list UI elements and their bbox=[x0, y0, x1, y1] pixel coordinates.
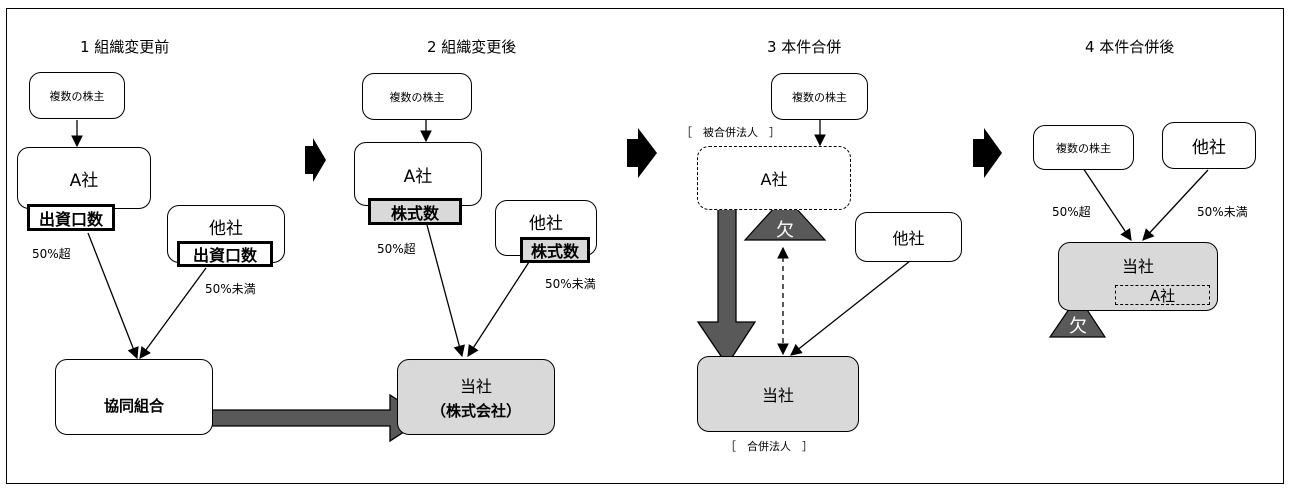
p1-title: 1 組織変更前 bbox=[80, 38, 170, 56]
p4-other-box: 他社 bbox=[1162, 122, 1256, 169]
p1-company-a-box: A社 bbox=[17, 147, 151, 209]
separator-arrow-1 bbox=[305, 138, 326, 182]
p2-shareholders-box: 複数の株主 bbox=[362, 73, 472, 120]
p3-other-box: 他社 bbox=[855, 212, 962, 262]
p2-pct-under: 50%未満 bbox=[545, 277, 596, 291]
p4-arrow-other-target bbox=[1142, 169, 1209, 241]
p4-title: 4 本件合併後 bbox=[1085, 38, 1175, 56]
p3-merger-label: ［ 合併法人 ］ bbox=[725, 440, 813, 453]
p3-target-box: 当社 bbox=[697, 356, 859, 432]
p2-arrow-a-target bbox=[426, 224, 465, 358]
p2-arrow-other-target bbox=[467, 261, 530, 357]
p3-absorbed-label: ［ 被合併法人 ］ bbox=[681, 126, 780, 139]
p4-ketsu-label: 欠 bbox=[1069, 316, 1087, 337]
p3-ketsu-triangle bbox=[743, 195, 827, 241]
p2-pct-over: 50%超 bbox=[377, 242, 416, 256]
p4-pct-under: 50%未満 bbox=[1197, 205, 1248, 219]
diagram-frame bbox=[6, 8, 1284, 484]
separator-arrow-2 bbox=[627, 128, 657, 178]
p3-arrow-other-target bbox=[790, 260, 911, 356]
p2-target-box: 当社 （株式会社） bbox=[397, 359, 555, 435]
p1-big-arrow bbox=[191, 393, 427, 443]
p4-ketsu-triangle bbox=[1048, 294, 1107, 338]
p1-shareholders-box: 複数の株主 bbox=[29, 72, 125, 119]
p3-company-a-box: A社 bbox=[697, 146, 851, 210]
p1-other-tag: 出資口数 bbox=[177, 241, 273, 267]
p4-arrow-shareholders-target bbox=[1082, 167, 1132, 241]
p1-arrow-other-coop bbox=[139, 267, 207, 359]
p4-shareholders-box: 複数の株主 bbox=[1033, 125, 1134, 170]
p3-shareholders-box: 複数の株主 bbox=[771, 73, 868, 120]
p4-pct-over: 50%超 bbox=[1052, 205, 1091, 219]
p2-target-line2: （株式会社） bbox=[430, 402, 521, 420]
p3-title: 3 本件合併 bbox=[767, 38, 842, 56]
p1-arrow-a-coop bbox=[87, 232, 139, 360]
p1-company-a-tag: 出資口数 bbox=[27, 204, 115, 231]
p1-pct-over: 50%超 bbox=[32, 247, 71, 261]
p3-big-down-arrow bbox=[696, 197, 757, 367]
p2-company-a-box: A社 bbox=[354, 142, 482, 206]
separator-arrow-3 bbox=[973, 128, 1002, 178]
p2-title: 2 組織変更後 bbox=[427, 38, 517, 56]
p2-other-tag: 株式数 bbox=[520, 237, 590, 263]
p1-pct-under: 50%未満 bbox=[205, 282, 256, 296]
p3-ketsu-label: 欠 bbox=[776, 220, 794, 241]
p2-company-a-tag: 株式数 bbox=[368, 198, 462, 225]
p2-target-line1: 当社 bbox=[459, 377, 492, 396]
p1-coop-box: 協同組合 bbox=[55, 359, 213, 435]
p4-inner-a-box: A社 bbox=[1115, 285, 1210, 305]
